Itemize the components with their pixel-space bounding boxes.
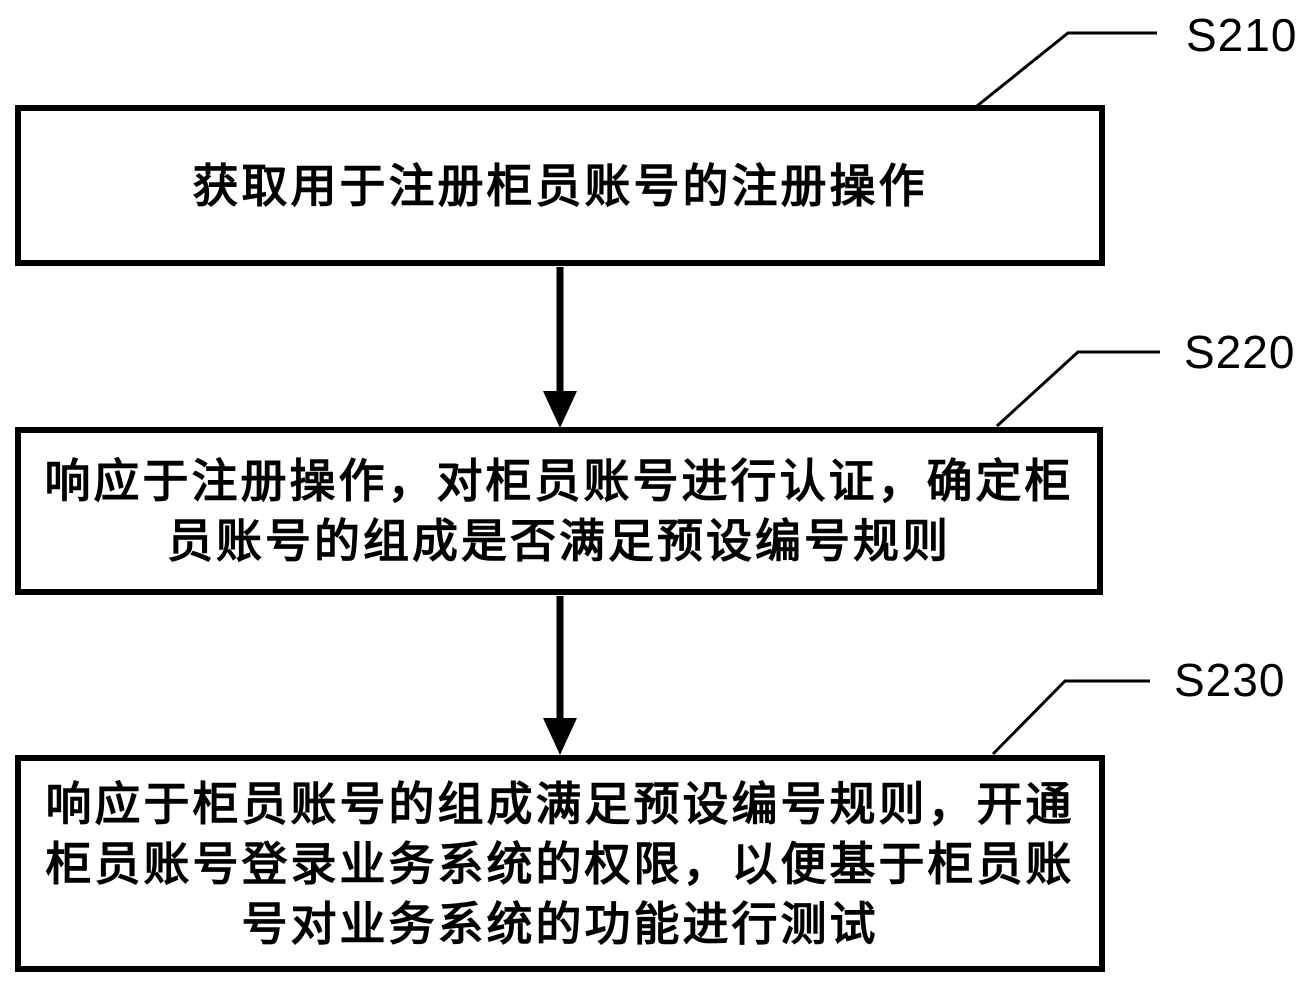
step-s230-text-line-2: 柜员账号登录业务系统的权限，以便基于柜员账 (45, 837, 1075, 890)
step-label-s210: S210 (1186, 9, 1298, 61)
step-box-s210: 获取用于注册柜员账号的注册操作 (15, 105, 1105, 266)
step-s230-text-line-3: 号对业务系统的功能进行测试 (241, 897, 879, 950)
step-box-s230: 响应于柜员账号的组成满足预设编号规则，开通 柜员账号登录业务系统的权限，以便基于… (15, 755, 1105, 972)
step-s220-text-line-2: 员账号的组成是否满足预设编号规则 (167, 515, 951, 567)
step-label-s220: S220 (1184, 326, 1296, 378)
step-s230-text-line-1: 响应于柜员账号的组成满足预设编号规则，开通 (45, 777, 1075, 830)
step-s210-text-line-1: 获取用于注册柜员账号的注册操作 (192, 159, 928, 212)
step-box-s220: 响应于注册操作，对柜员账号进行认证，确定柜 员账号的组成是否满足预设编号规则 (15, 427, 1103, 595)
leader-line-s220 (995, 350, 1160, 428)
leader-line-s230 (991, 679, 1150, 756)
step-label-s230: S230 (1174, 654, 1286, 706)
step-s220-text-line-1: 响应于注册操作，对柜员账号进行认证，确定柜 (44, 455, 1074, 507)
arrow-step1-to-step2 (543, 267, 577, 428)
arrow-step2-to-step3 (543, 596, 577, 755)
leader-line-s210 (976, 31, 1157, 108)
